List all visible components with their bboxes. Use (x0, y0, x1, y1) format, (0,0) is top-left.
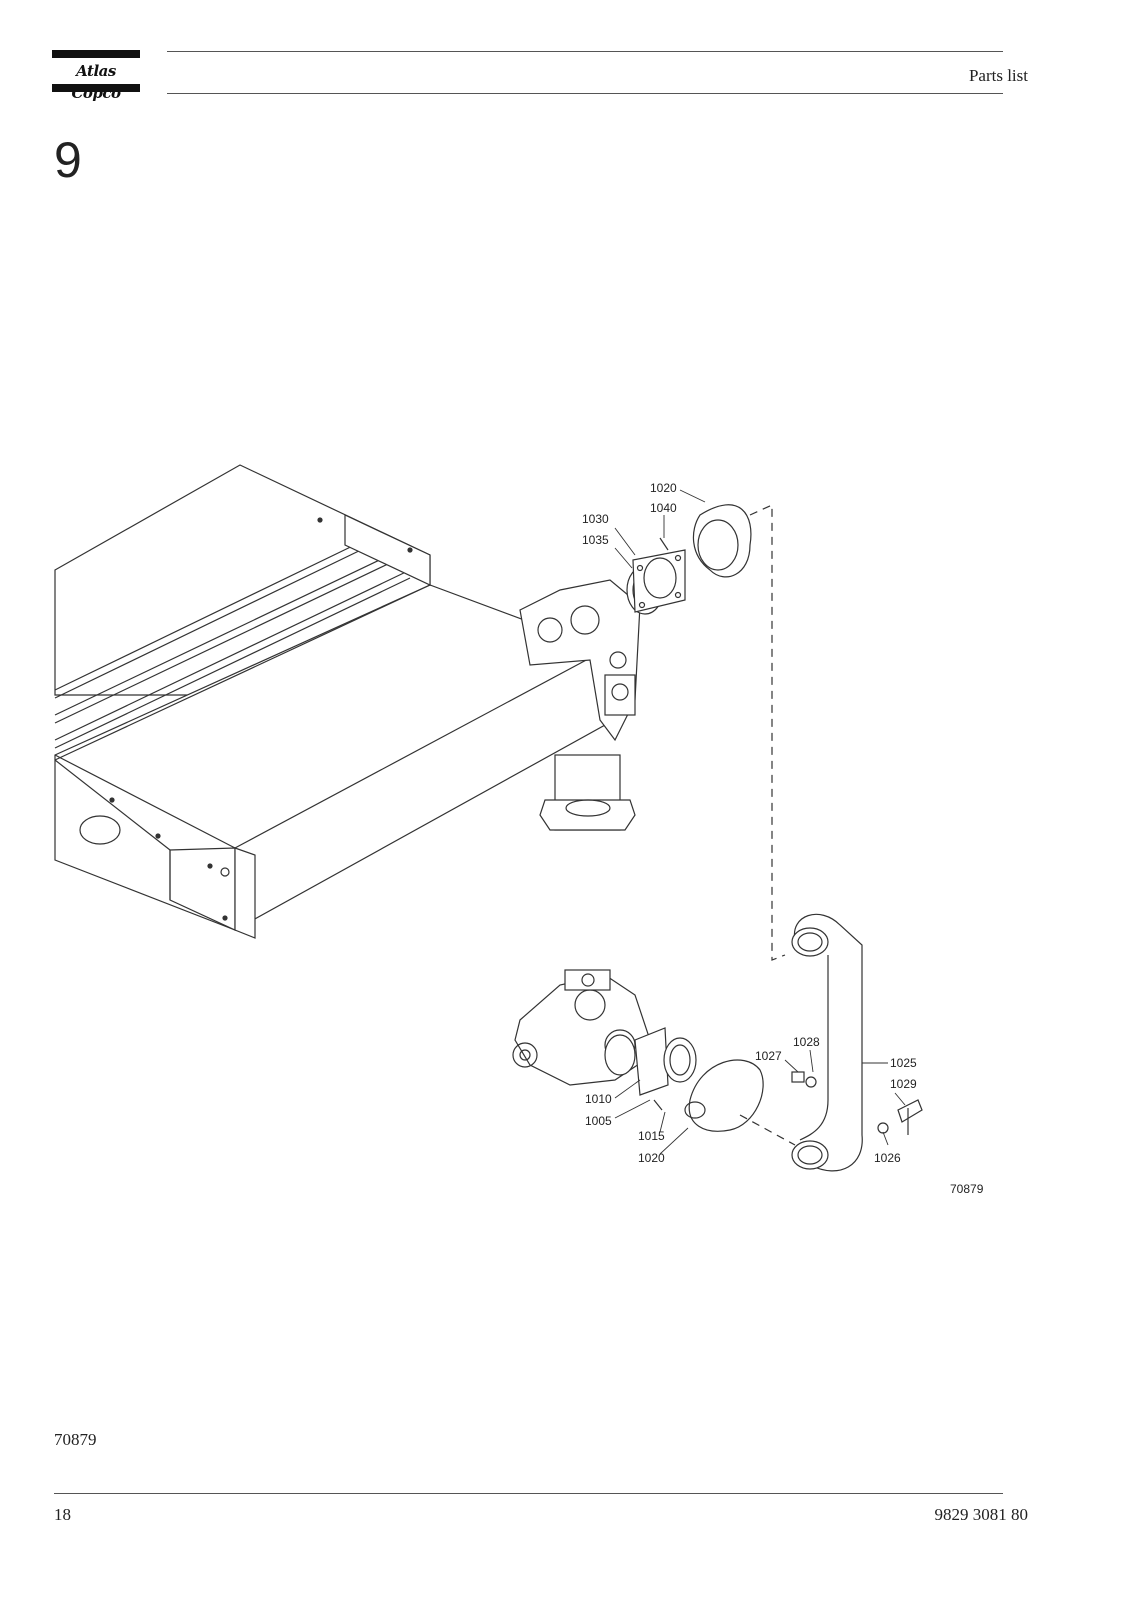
drawing-number: 70879 (950, 1182, 984, 1196)
cooler-assembly (54, 464, 636, 939)
connecting-pipe (791, 913, 863, 1172)
logo-bar-top (52, 50, 140, 58)
callout-1020-bottom: 1020 (638, 1151, 665, 1165)
callout-1015: 1015 (638, 1129, 665, 1143)
callout-labels: 1020 1040 1030 1035 1028 1027 1025 1029 … (582, 481, 984, 1196)
upper-compressor-head (519, 579, 641, 742)
atlas-copco-logo: Atlas Copco (52, 50, 140, 102)
logo-bar-bottom (52, 84, 140, 92)
callout-1020-top: 1020 (650, 481, 677, 495)
callout-1029: 1029 (890, 1077, 917, 1091)
chapter-number: 9 (54, 132, 82, 188)
footer-rule (54, 1493, 1003, 1494)
header-rule-top (167, 51, 1003, 52)
small-fittings (791, 1071, 923, 1135)
callout-1028: 1028 (793, 1035, 820, 1049)
section-title: Parts list (968, 66, 1028, 85)
header-rule-bottom (167, 93, 1003, 94)
callout-1035: 1035 (582, 533, 609, 547)
exploded-parts-drawing: 1020 1040 1030 1035 1028 1027 1025 1029 … (50, 460, 1010, 1220)
logo-wordmark: Atlas Copco (71, 62, 121, 102)
lower-flange-set (604, 1027, 796, 1146)
callout-1025: 1025 (890, 1056, 917, 1070)
callout-1040: 1040 (650, 501, 677, 515)
callout-1010: 1010 (585, 1092, 612, 1106)
callout-1027: 1027 (755, 1049, 782, 1063)
callout-leaders (614, 489, 906, 1155)
page-number: 18 (54, 1505, 71, 1524)
callout-1026: 1026 (874, 1151, 901, 1165)
callout-1005: 1005 (585, 1114, 612, 1128)
figure-caption: 70879 (54, 1430, 97, 1449)
callout-1030: 1030 (582, 512, 609, 526)
document-number: 9829 3081 80 (934, 1505, 1029, 1524)
upper-flange-set (626, 504, 752, 615)
